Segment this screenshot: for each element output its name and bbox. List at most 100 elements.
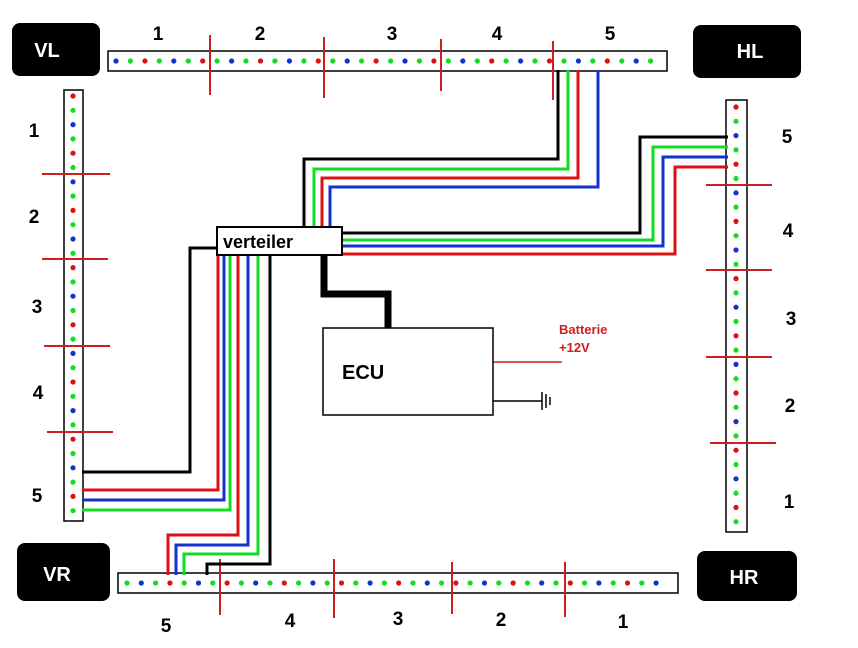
led-dot <box>296 580 302 586</box>
led-dot <box>70 265 76 271</box>
led-dot <box>733 504 739 510</box>
led-dot <box>338 580 345 586</box>
led-dot <box>424 580 430 586</box>
wire-distributor-ecu <box>320 255 392 330</box>
led-dot <box>281 580 287 586</box>
led-dot <box>70 479 76 485</box>
led-dot <box>445 58 451 64</box>
led-dot <box>733 333 739 339</box>
led-dot <box>70 250 76 256</box>
led-dot <box>733 290 739 296</box>
led-dot <box>733 204 739 210</box>
led-dot <box>142 58 148 64</box>
wire-hr-blue <box>342 155 728 248</box>
led-dot <box>70 450 76 457</box>
battery-label: Batterie <box>559 322 607 337</box>
corner-vr: VR <box>17 543 110 601</box>
led-dot <box>561 58 567 64</box>
led-dot <box>124 580 130 586</box>
led-dot <box>619 58 625 64</box>
led-dot <box>70 379 76 385</box>
led-dot <box>733 161 739 167</box>
wire-hl-green <box>312 70 570 228</box>
led-dot <box>272 58 278 64</box>
segment-number: 1 <box>29 121 40 142</box>
led-dot <box>733 376 739 382</box>
ground-icon <box>541 392 551 410</box>
led-dot <box>460 58 466 64</box>
distributor-box: verteiler <box>216 226 343 256</box>
strip-right-numbers: 5 4 3 2 1 <box>782 127 797 513</box>
led-dot <box>624 580 631 586</box>
corner-vl: VL <box>12 23 100 76</box>
led-dot <box>733 147 739 153</box>
led-dot <box>733 104 739 110</box>
led-dot <box>70 279 76 285</box>
led-dot <box>214 58 220 64</box>
led-dot <box>639 580 645 586</box>
segment-number: 2 <box>496 610 507 631</box>
led-dot <box>70 493 76 499</box>
led-dot <box>353 580 359 586</box>
led-dot <box>315 58 321 64</box>
led-dot <box>359 58 365 64</box>
segment-number: 4 <box>33 383 44 404</box>
led-dot <box>70 350 76 356</box>
led-dot <box>200 58 206 64</box>
distributor-label: verteiler <box>223 232 293 252</box>
segment-number: 3 <box>786 309 797 330</box>
wire-vr-black <box>205 255 272 575</box>
led-dot <box>167 580 173 586</box>
led-dot <box>70 336 76 342</box>
led-dot <box>70 136 76 142</box>
led-dot <box>70 422 76 428</box>
led-dot <box>367 580 373 586</box>
strip-right-leds <box>733 104 739 525</box>
wire-vr-blue <box>174 255 250 575</box>
led-dot <box>70 107 76 113</box>
led-dot <box>648 58 654 64</box>
led-dot <box>70 393 76 399</box>
segment-number: 1 <box>618 612 629 633</box>
segment-number: 2 <box>29 207 40 228</box>
led-dot <box>253 580 259 586</box>
corner-hl: HL <box>693 25 801 78</box>
corner-hr: HR <box>697 551 797 601</box>
wire-vl-red <box>82 255 220 492</box>
led-dot <box>70 322 76 328</box>
corner-vl-label: VL <box>34 40 60 62</box>
led-dot <box>733 361 739 367</box>
strip-right <box>725 99 748 533</box>
ecu-box: ECU <box>322 327 494 416</box>
segment-number: 4 <box>492 24 503 45</box>
led-dot <box>70 179 76 185</box>
led-dot <box>539 580 545 586</box>
led-dot <box>416 58 422 64</box>
segment-number: 2 <box>785 396 796 417</box>
wire-hr-green <box>342 145 728 242</box>
segment-number: 5 <box>782 127 793 148</box>
wire-vl-green <box>82 255 232 512</box>
led-dot <box>733 347 739 353</box>
led-dot <box>70 408 76 414</box>
led-dot <box>733 318 739 325</box>
wire-vr-green <box>182 255 260 575</box>
segment-number: 2 <box>255 24 266 45</box>
led-dot <box>388 58 394 64</box>
strip-left <box>63 89 84 522</box>
led-dot <box>127 58 133 64</box>
battery-voltage: +12V <box>559 340 590 355</box>
led-dot <box>518 58 524 64</box>
led-dot <box>467 580 473 586</box>
led-dot <box>310 580 316 586</box>
led-dot <box>257 58 264 64</box>
led-dot <box>553 580 559 586</box>
corner-hr-label: HR <box>730 567 759 589</box>
led-dot <box>70 436 76 442</box>
segment-separators <box>42 35 776 618</box>
wire-hl-black <box>302 70 560 228</box>
led-dot <box>324 580 330 586</box>
led-dot <box>243 58 249 64</box>
led-dot <box>474 58 480 64</box>
